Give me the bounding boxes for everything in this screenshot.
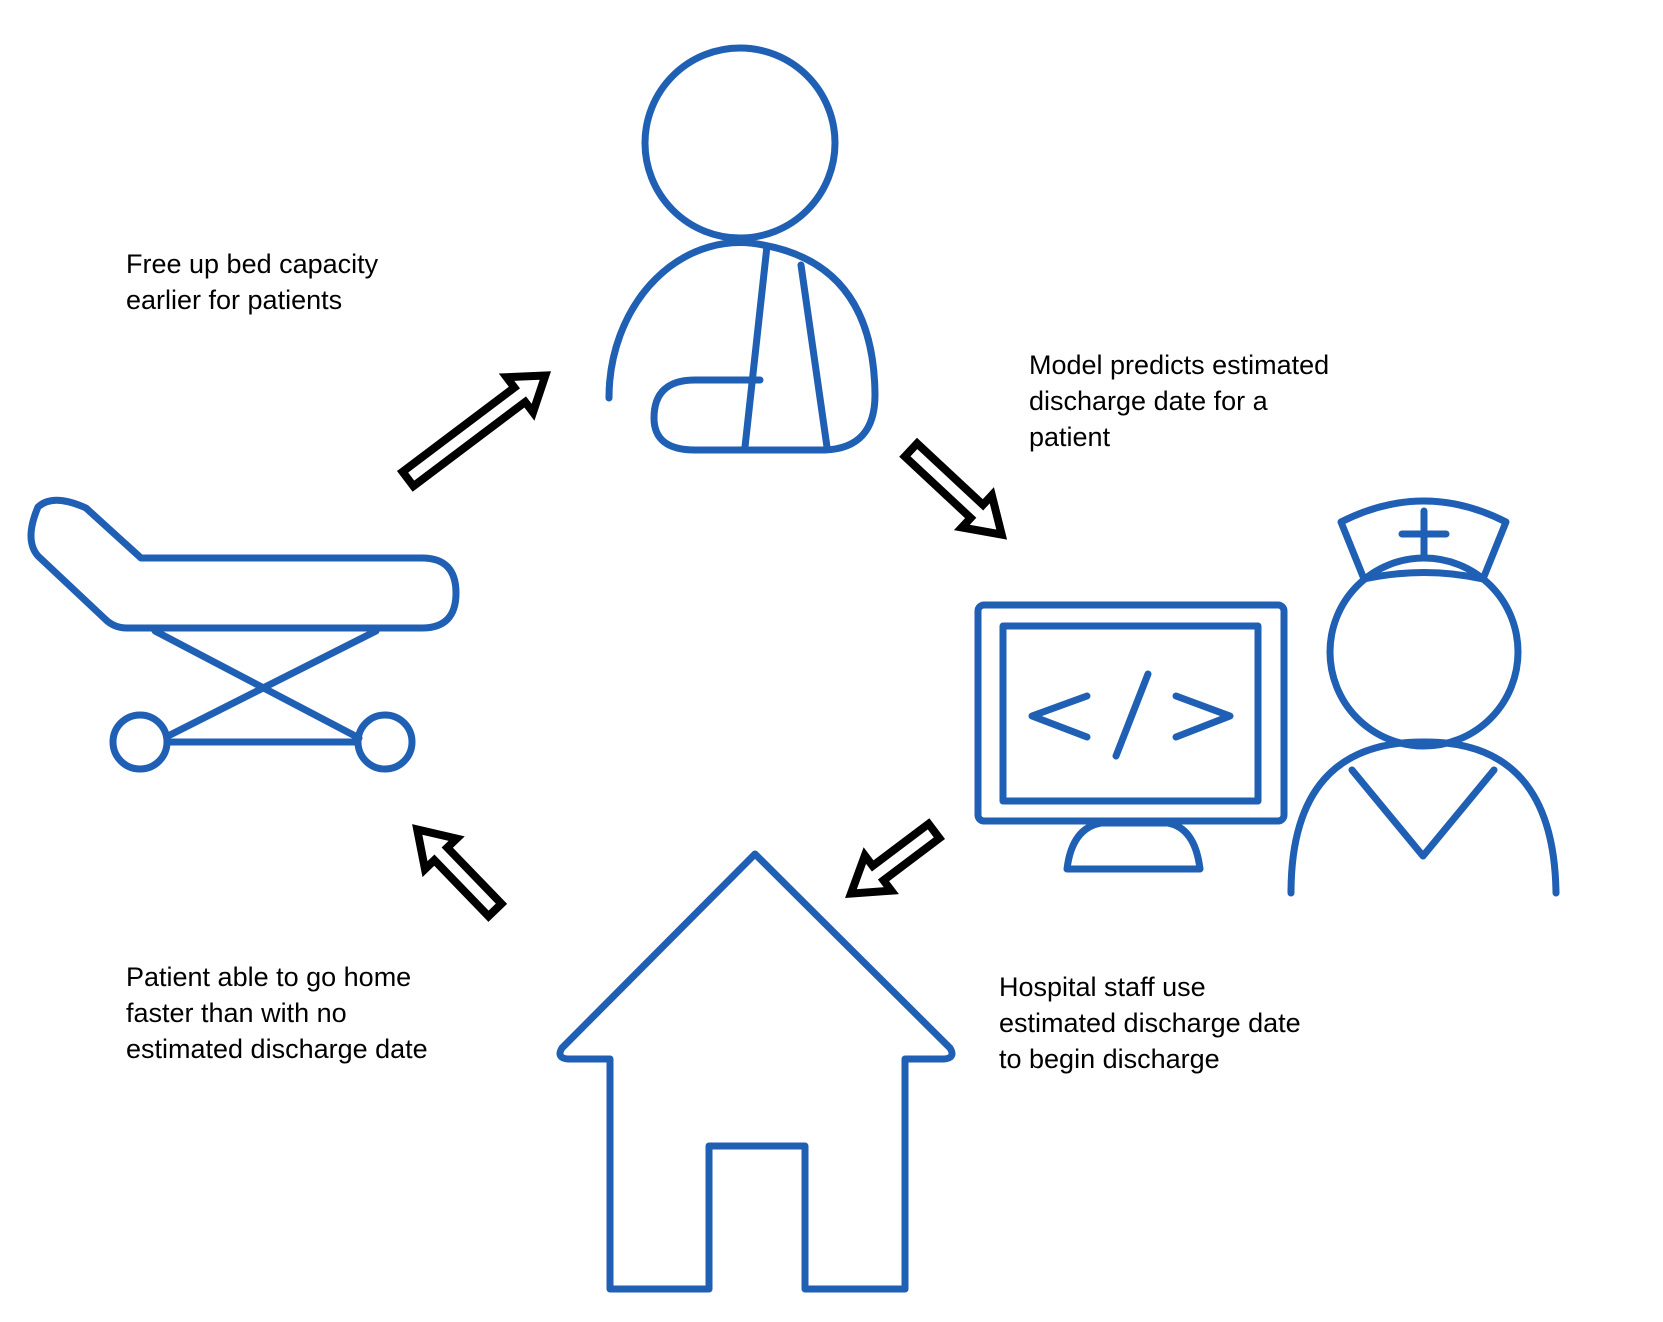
caption-line: discharge date for a — [1029, 386, 1268, 416]
nurse-icon — [1287, 497, 1560, 897]
caption-free-up-bed-capacity: Free up bed capacity earlier for patient… — [126, 246, 378, 318]
caption-patient-go-home: Patient able to go home faster than with… — [126, 959, 428, 1067]
caption-line: faster than with no — [126, 998, 347, 1028]
caption-line: estimated discharge date — [126, 1034, 428, 1064]
arrow-patient-to-computer — [899, 437, 1008, 540]
caption-model-predicts: Model predicts estimated discharge date … — [1029, 347, 1329, 455]
arrow-house-to-bed — [412, 824, 508, 922]
caption-line: Patient able to go home — [126, 962, 412, 992]
caption-line: earlier for patients — [126, 285, 343, 315]
caption-hospital-staff-use: Hospital staff use estimated discharge d… — [999, 969, 1301, 1082]
hospital-stretcher-icon — [27, 496, 460, 773]
caption-line: Free up bed capacity — [126, 249, 379, 279]
caption-line: patient — [1029, 422, 1111, 452]
caption-line: Hospital staff use — [999, 972, 1206, 1002]
caption-line: estimated discharge date — [999, 1008, 1301, 1038]
patient-arm-sling-icon — [605, 44, 879, 454]
arrow-computer-to-house — [845, 818, 946, 899]
code-monitor-icon — [974, 601, 1288, 873]
caption-line: planning — [999, 1077, 1301, 1082]
house-icon — [556, 850, 956, 1293]
caption-line: Model predicts estimated — [1029, 350, 1330, 380]
caption-line: to begin discharge — [999, 1044, 1220, 1074]
arrow-bed-to-patient — [396, 371, 552, 492]
